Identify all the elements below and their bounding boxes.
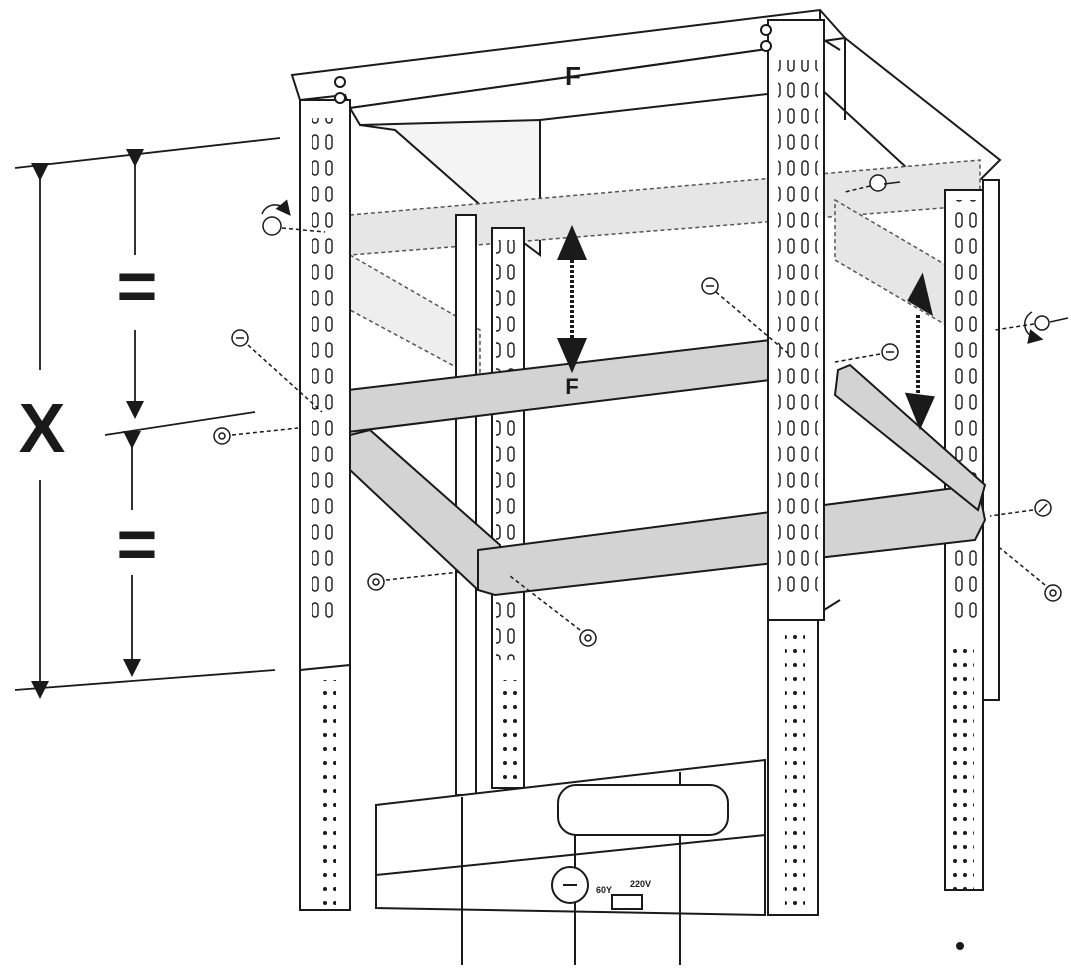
double-arrow-icon bbox=[904, 272, 935, 431]
equal-sign-upper: = bbox=[117, 247, 158, 325]
rotate-arrow-icon bbox=[994, 311, 1069, 344]
front-right-post bbox=[760, 19, 841, 916]
rear-right-post bbox=[944, 179, 1000, 891]
switch-label-left: 60Y bbox=[596, 885, 612, 895]
screw-icon bbox=[231, 329, 249, 347]
top-frame bbox=[290, 8, 1002, 257]
ground-marker bbox=[956, 942, 964, 950]
front-left-post bbox=[299, 76, 351, 911]
screw-icon bbox=[701, 277, 719, 295]
front-label-top: F bbox=[565, 61, 581, 91]
screw-icon bbox=[213, 427, 231, 445]
screw-icon bbox=[1034, 499, 1052, 517]
control-panel bbox=[375, 758, 766, 965]
rear-left-post bbox=[455, 214, 525, 796]
front-label-bar: F bbox=[565, 374, 578, 399]
dimension-x-label: X bbox=[19, 389, 66, 467]
screw-icon bbox=[881, 343, 899, 361]
front-crossbar bbox=[347, 338, 771, 434]
screw-icon bbox=[1044, 584, 1062, 602]
screw-icon bbox=[367, 573, 385, 591]
screws bbox=[213, 174, 1062, 647]
double-arrow-icon bbox=[556, 224, 588, 374]
rotate-arrow-icon bbox=[261, 199, 326, 236]
screw-icon bbox=[579, 629, 597, 647]
screw-icon bbox=[869, 174, 901, 192]
dimension-lines bbox=[14, 137, 281, 699]
switch-label-right: 220V bbox=[630, 879, 651, 889]
equal-sign-lower: = bbox=[117, 505, 158, 583]
